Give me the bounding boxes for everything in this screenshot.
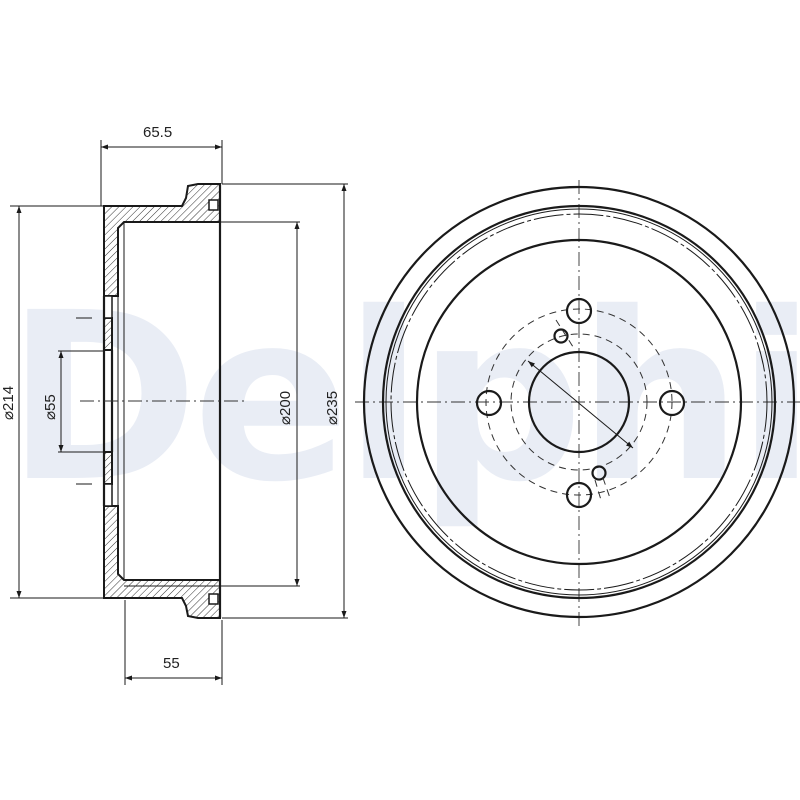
outer-rim bbox=[362, 185, 796, 619]
dim-diameter-214: ⌀214 bbox=[0, 386, 17, 420]
bolt-hole-top bbox=[565, 297, 593, 325]
bolt-hole-bottom bbox=[565, 481, 593, 509]
front-view bbox=[355, 180, 800, 630]
bolt-hole-left bbox=[475, 389, 503, 417]
delphi-watermark: Delphi bbox=[6, 263, 800, 533]
dim-center-bore: ⌀55 bbox=[42, 394, 59, 420]
dim-drum-outer: ⌀235 bbox=[324, 391, 341, 425]
section-top-flange bbox=[103, 183, 221, 297]
braking-surface-outer bbox=[381, 204, 777, 600]
dim-overall-width: 65.5 bbox=[143, 124, 172, 141]
dim-drum-inner: ⌀200 bbox=[277, 391, 294, 425]
side-view-section: 65.5 55 ⌀214 ⌀55 ⌀200 ⌀23 bbox=[0, 124, 348, 685]
small-hole-lower bbox=[591, 465, 607, 481]
bolt-circle bbox=[485, 308, 673, 496]
dim-inner-depth: 55 bbox=[163, 655, 180, 672]
section-bottom-flange bbox=[103, 505, 221, 619]
braking-surface-inner bbox=[415, 238, 743, 566]
bolt-hole-right bbox=[658, 389, 686, 417]
small-hole-upper bbox=[553, 328, 569, 344]
